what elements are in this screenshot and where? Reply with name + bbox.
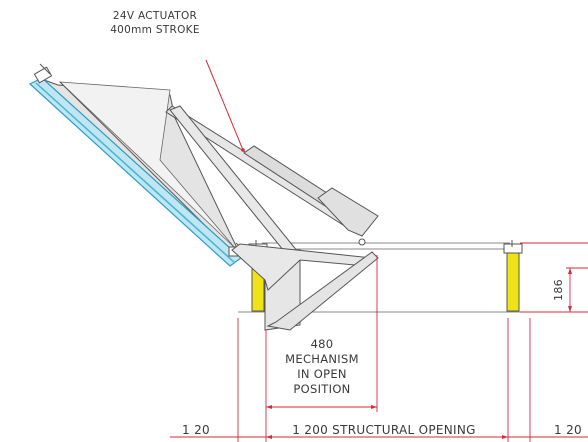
dimension-lines (170, 242, 588, 442)
left-margin-dim: 1 20 (182, 423, 210, 437)
actuator-motor (317, 187, 379, 237)
mechanism-dim-line-4: POSITION (293, 382, 350, 396)
mechanism-dim-line-2: MECHANISM (285, 352, 359, 366)
mechanism-dim-value: 480 (311, 337, 334, 351)
glazing-centre-line (35, 82, 236, 264)
lid-upper-panel (58, 81, 236, 249)
height-dim: 186 (552, 279, 565, 301)
callout-leader (205, 59, 244, 151)
link-arm-lower (231, 243, 373, 291)
callout-line-2: 400mm STROKE (110, 24, 200, 36)
top-hinge (33, 63, 53, 84)
callout-line-1: 24V ACTUATOR (113, 10, 197, 22)
structural-opening-dim: 1 200 STRUCTURAL OPENING (292, 423, 476, 437)
actuator-pivot (358, 238, 366, 246)
link-arm-strut (266, 251, 379, 331)
dimension-arrows (266, 268, 572, 439)
mechanism-dim-line-3: IN OPEN (297, 367, 347, 381)
callout-leader-dot (241, 148, 245, 152)
right-upstand-insulation (506, 252, 520, 312)
right-margin-dim: 1 20 (554, 423, 582, 437)
